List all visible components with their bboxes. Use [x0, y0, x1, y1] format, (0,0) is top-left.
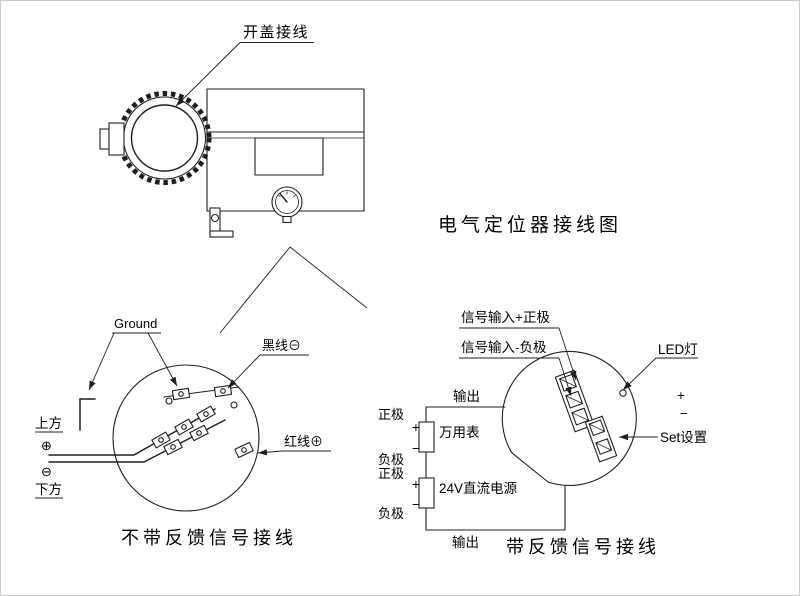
- open-cover-arrow: [175, 42, 241, 107]
- terminal-block: [174, 418, 194, 436]
- lower-label: 下方: [35, 482, 62, 497]
- multimeter-negative-label: 负极: [378, 452, 404, 467]
- set-callout: Set设置: [619, 430, 707, 445]
- lower-polarity-symbol: ⊖: [41, 464, 52, 479]
- cover-circle: [112, 364, 260, 512]
- power-negative-label: 负极: [378, 506, 404, 521]
- device-cover: [117, 91, 212, 185]
- cable-entry: [99, 122, 125, 156]
- signal-positive-callout: 信号输入+正极: [459, 310, 577, 381]
- power-supply-labels: 正极 + 24V直流电源 − 负极: [378, 466, 518, 521]
- upper-label: 上方: [35, 416, 62, 431]
- no-feedback-caption: 不带反馈信号接线: [121, 528, 297, 548]
- positioner-device-drawing: 开盖接线: [99, 24, 368, 334]
- signal-negative-callout: 信号输入-负极: [459, 340, 572, 397]
- screw: [230, 401, 238, 409]
- terminal-block: [213, 384, 233, 398]
- terminal-block: [234, 441, 254, 459]
- multimeter-plus-sign: +: [412, 420, 420, 435]
- led-callout: LED灯: [622, 342, 698, 391]
- terminal-block: [171, 387, 191, 401]
- output-bottom-label: 输出: [452, 535, 479, 550]
- terminal-block: [163, 438, 183, 456]
- black-wire-label: 黑线⊖: [262, 338, 301, 353]
- ground-callout: Ground: [88, 316, 178, 391]
- no-feedback-diagram: Ground 黑线⊖ 红线⊕ 上方 ⊕ ⊖ 下方 不带反馈信号接线: [35, 316, 331, 548]
- ground-label: Ground: [114, 316, 157, 331]
- red-wire-label: 红线⊕: [284, 434, 323, 449]
- signal-input-negative-label: 信号输入-负极: [461, 340, 547, 355]
- open-cover-label: 开盖接线: [243, 24, 309, 41]
- power-plus-sign: +: [412, 477, 420, 492]
- screw: [165, 397, 173, 405]
- power-supply-box: [418, 477, 435, 509]
- terminal-block: [196, 405, 216, 423]
- multimeter-positive-label: 正极: [378, 407, 404, 422]
- page-title: 电气定位器接线图: [438, 214, 622, 236]
- detail-view-lines: [219, 246, 368, 334]
- multimeter-labels: 正极 + 万用表 − 负极: [378, 407, 480, 467]
- upper-polarity-symbol: ⊕: [41, 438, 52, 453]
- open-cover-callout: 开盖接线: [175, 24, 314, 107]
- terminal-block: [151, 431, 171, 449]
- led-dot: [619, 389, 627, 397]
- cover-circle: [501, 350, 637, 487]
- set-label: Set设置: [660, 430, 707, 445]
- feedback-caption: 带反馈信号接线: [506, 537, 660, 557]
- red-wire-callout: 红线⊕: [257, 434, 331, 456]
- polarity-labels: 上方 ⊕ ⊖ 下方: [35, 416, 63, 499]
- feedback-minus-label: −: [680, 406, 688, 421]
- circuit-wiring: [418, 406, 566, 531]
- power-minus-sign: −: [412, 497, 420, 512]
- signal-input-positive-label: 信号输入+正极: [461, 310, 550, 325]
- output-top-label: 输出: [453, 389, 480, 404]
- power-positive-label: 正极: [378, 466, 404, 481]
- power-supply-label: 24V直流电源: [439, 481, 518, 496]
- feedback-diagram: 信号输入+正极 信号输入-负极 LED灯 Set设置 + − 输出 输出 正极 …: [378, 310, 707, 557]
- multimeter-box: [418, 421, 435, 453]
- output-terminal-block: [584, 415, 618, 463]
- mounting-bracket: [209, 207, 234, 238]
- black-wire-callout: 黑线⊖: [227, 338, 309, 389]
- multimeter-label: 万用表: [439, 425, 480, 440]
- terminal-block: [189, 424, 209, 442]
- gauge: [271, 186, 303, 224]
- multimeter-minus-sign: −: [412, 441, 420, 456]
- ground-wire: [79, 398, 96, 431]
- feedback-plus-label: +: [677, 388, 685, 403]
- led-label: LED灯: [658, 342, 698, 357]
